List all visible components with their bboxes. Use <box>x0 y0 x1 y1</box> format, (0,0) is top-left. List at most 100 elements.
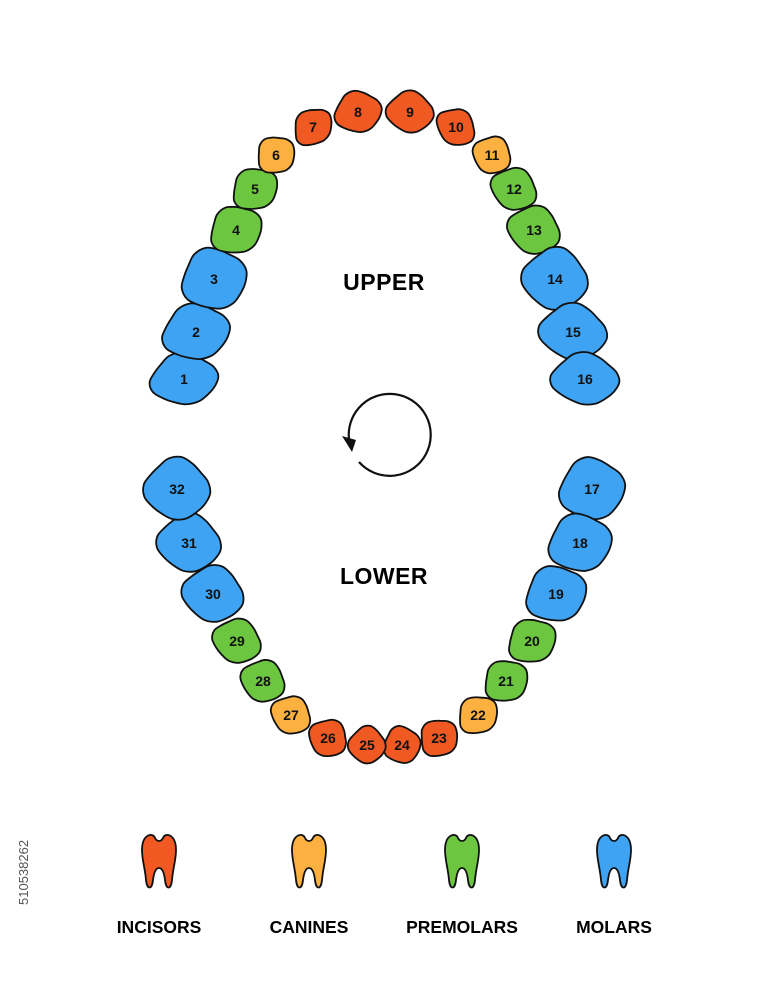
tooth-number: 9 <box>406 104 414 120</box>
tooth-shape <box>211 617 262 664</box>
tooth-shape <box>308 718 347 758</box>
tooth-12: 12 <box>489 166 538 211</box>
tooth-shape <box>232 168 279 210</box>
tooth-23: 23 <box>420 719 459 758</box>
tooth-shape <box>294 108 333 147</box>
legend-item-canines: CANINES <box>270 834 349 937</box>
legend-label: CANINES <box>270 917 349 937</box>
tooth-icon <box>291 834 327 889</box>
tooth-number: 20 <box>524 633 540 649</box>
lower-jaw-label: LOWER <box>340 563 428 589</box>
tooth-number: 24 <box>394 737 410 753</box>
tooth-number: 4 <box>232 222 240 238</box>
tooth-shape <box>547 512 613 572</box>
tooth-icon <box>141 834 177 889</box>
tooth-shape <box>239 659 286 703</box>
tooth-number: 21 <box>498 673 514 689</box>
tooth-shape <box>420 719 459 758</box>
tooth-shape <box>508 618 557 663</box>
tooth-number: 17 <box>584 481 600 497</box>
upper-jaw-label: UPPER <box>343 269 425 295</box>
tooth-6: 6 <box>257 136 296 174</box>
tooth-27: 27 <box>269 695 312 735</box>
tooth-shape <box>155 512 222 573</box>
tooth-number: 28 <box>255 673 271 689</box>
tooth-shape <box>180 564 245 623</box>
legend-label: PREMOLARS <box>406 917 518 937</box>
tooth-number: 25 <box>359 737 375 753</box>
tooth-11: 11 <box>471 135 512 175</box>
legend: INCISORS CANINES PREMOLARS MOLARS <box>117 834 652 937</box>
stock-id: 510538262 <box>16 840 31 905</box>
tooth-number: 2 <box>192 324 200 340</box>
tooth-shape <box>484 660 529 702</box>
tooth-number: 30 <box>205 586 221 602</box>
tooth-number: 22 <box>470 707 486 723</box>
tooth-number: 32 <box>169 481 185 497</box>
tooth-24: 24 <box>382 725 422 764</box>
legend-label: MOLARS <box>576 917 652 937</box>
tooth-number: 10 <box>448 119 464 135</box>
tooth-shape <box>142 455 212 521</box>
tooth-shape <box>347 724 387 765</box>
legend-label: INCISORS <box>117 917 202 937</box>
tooth-29: 29 <box>211 617 262 664</box>
tooth-32: 32 <box>142 455 212 521</box>
tooth-number: 29 <box>229 633 245 649</box>
tooth-number: 14 <box>547 271 563 287</box>
tooth-number: 5 <box>251 181 259 197</box>
tooth-number: 15 <box>565 324 581 340</box>
tooth-number: 19 <box>548 586 564 602</box>
tooth-icon <box>596 834 632 889</box>
tooth-shape <box>333 89 383 133</box>
tooth-number: 12 <box>506 181 522 197</box>
tooth-shape <box>269 695 312 735</box>
tooth-shape <box>384 89 435 134</box>
tooth-shape <box>257 136 296 174</box>
tooth-31: 31 <box>155 512 222 573</box>
tooth-number: 18 <box>572 535 588 551</box>
rotation-arrow-icon <box>342 392 432 477</box>
tooth-number: 16 <box>577 371 593 387</box>
tooth-10: 10 <box>435 108 476 146</box>
tooth-7: 7 <box>294 108 333 147</box>
tooth-shape <box>489 166 538 211</box>
tooth-icon <box>444 834 480 889</box>
tooth-shape <box>435 108 476 146</box>
tooth-shape <box>459 696 498 734</box>
tooth-shape <box>506 204 561 255</box>
tooth-number: 8 <box>354 104 362 120</box>
tooth-number: 6 <box>272 147 280 163</box>
tooth-13: 13 <box>506 204 561 255</box>
tooth-number: 13 <box>526 222 542 238</box>
tooth-19: 19 <box>525 565 588 622</box>
tooth-5: 5 <box>232 168 279 210</box>
tooth-number: 23 <box>431 730 447 746</box>
legend-item-premolars: PREMOLARS <box>406 834 518 937</box>
tooth-22: 22 <box>459 696 498 734</box>
tooth-20: 20 <box>508 618 557 663</box>
tooth-shape <box>471 135 512 175</box>
legend-item-incisors: INCISORS <box>117 834 202 937</box>
tooth-28: 28 <box>239 659 286 703</box>
tooth-30: 30 <box>180 564 245 623</box>
tooth-21: 21 <box>484 660 529 702</box>
tooth-number: 11 <box>485 147 500 163</box>
tooth-shape <box>549 351 621 406</box>
tooth-8: 8 <box>333 89 383 133</box>
tooth-17: 17 <box>557 456 627 521</box>
tooth-25: 25 <box>347 724 387 765</box>
tooth-number: 27 <box>283 707 299 723</box>
tooth-number: 3 <box>210 271 218 287</box>
tooth-shape <box>525 565 588 622</box>
tooth-number: 31 <box>181 535 197 551</box>
tooth-16: 16 <box>549 351 621 406</box>
tooth-18: 18 <box>547 512 613 572</box>
tooth-9: 9 <box>384 89 435 134</box>
tooth-26: 26 <box>308 718 347 758</box>
tooth-shape <box>557 456 627 521</box>
legend-item-molars: MOLARS <box>576 834 652 937</box>
tooth-number: 7 <box>309 119 317 135</box>
